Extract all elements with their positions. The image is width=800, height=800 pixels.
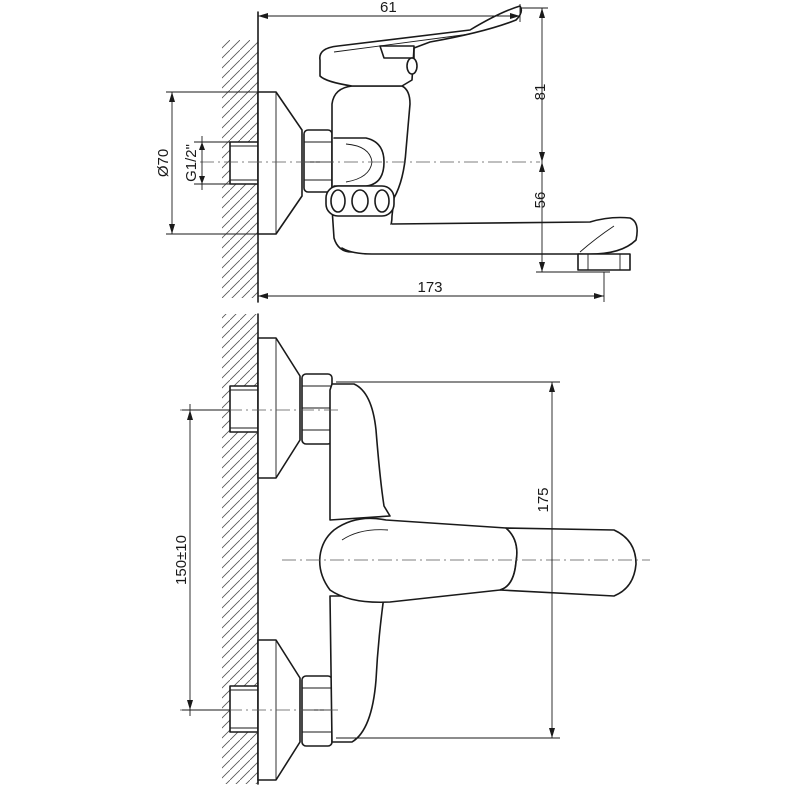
dim-label-150: 150±10 (173, 535, 190, 585)
dim-173: 173 (258, 272, 605, 302)
dim-56: 56 (532, 162, 610, 273)
dim-label-56: 56 (532, 192, 549, 209)
wall-pipe-top (229, 141, 259, 185)
spout-side (341, 216, 638, 256)
dim-81: 81 (520, 7, 549, 162)
dim-label-diameter: Ø70 (155, 149, 172, 177)
side-view: 61 81 56 173 Ø70 (155, 0, 638, 303)
dim-label-175: 175 (535, 487, 552, 512)
lever-side (319, 5, 523, 87)
dim-diameter-70: Ø70 (155, 91, 258, 235)
wall-pipe-upper (229, 385, 259, 433)
hex-nut-top (303, 129, 333, 193)
dim-thread: G1/2" (183, 136, 230, 190)
dim-175: 175 (336, 381, 560, 739)
dim-label-81: 81 (532, 84, 549, 101)
dim-label-thread: G1/2" (183, 144, 200, 182)
escutcheon-flange-top (257, 91, 303, 235)
hex-nut-lower (301, 675, 333, 747)
dim-label-61: 61 (380, 0, 397, 16)
escutcheon-upper (257, 337, 301, 479)
dim-label-173: 173 (417, 279, 442, 296)
wall-pipe-lower (229, 685, 259, 733)
front-view: 175 150±10 (173, 313, 650, 785)
spout-front (499, 527, 637, 597)
dim-150: 150±10 (173, 404, 230, 716)
aerator (577, 253, 631, 271)
body-upper-front (329, 383, 391, 521)
body-lower-front (329, 595, 385, 743)
hex-nut-upper (301, 373, 333, 445)
dim-61: 61 (258, 0, 521, 22)
